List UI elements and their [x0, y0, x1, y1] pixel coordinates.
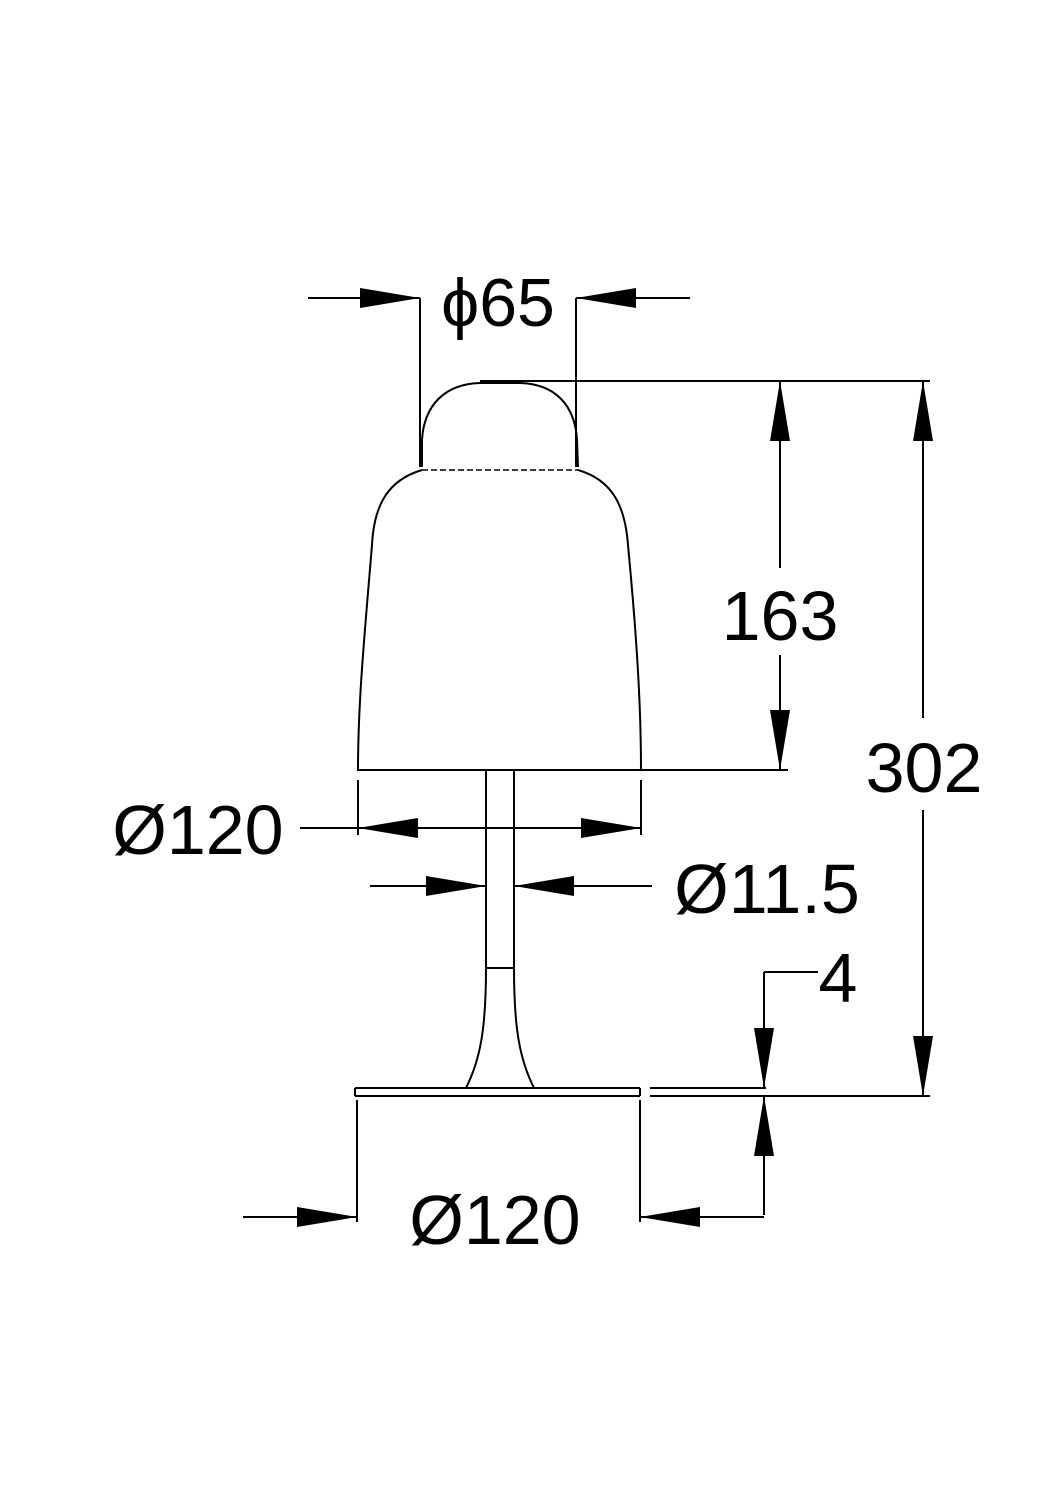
lamp-stem: [465, 770, 535, 1089]
shade-diameter-label: Ø120: [112, 791, 283, 869]
base-thickness-dimension: [754, 971, 818, 1215]
base-diameter-label: Ø120: [409, 1181, 580, 1259]
base-diameter-dimension: [243, 1100, 764, 1227]
total-height-label: 302: [866, 729, 983, 807]
lamp-shade: [356, 469, 643, 771]
shade-height-label: 163: [722, 577, 839, 655]
lamp-base: [354, 1087, 641, 1097]
lamp-outline: [354, 382, 643, 1097]
cap-diameter-dimension: [308, 288, 690, 467]
stem-diameter-label: Ø11.5: [674, 850, 860, 928]
shade-diameter-dimension: [300, 780, 642, 838]
lamp-cap: [421, 382, 579, 468]
base-thickness-label: 4: [819, 939, 858, 1017]
cap-diameter-label: ϕ65: [441, 265, 555, 341]
dimension-lines: [243, 288, 933, 1227]
